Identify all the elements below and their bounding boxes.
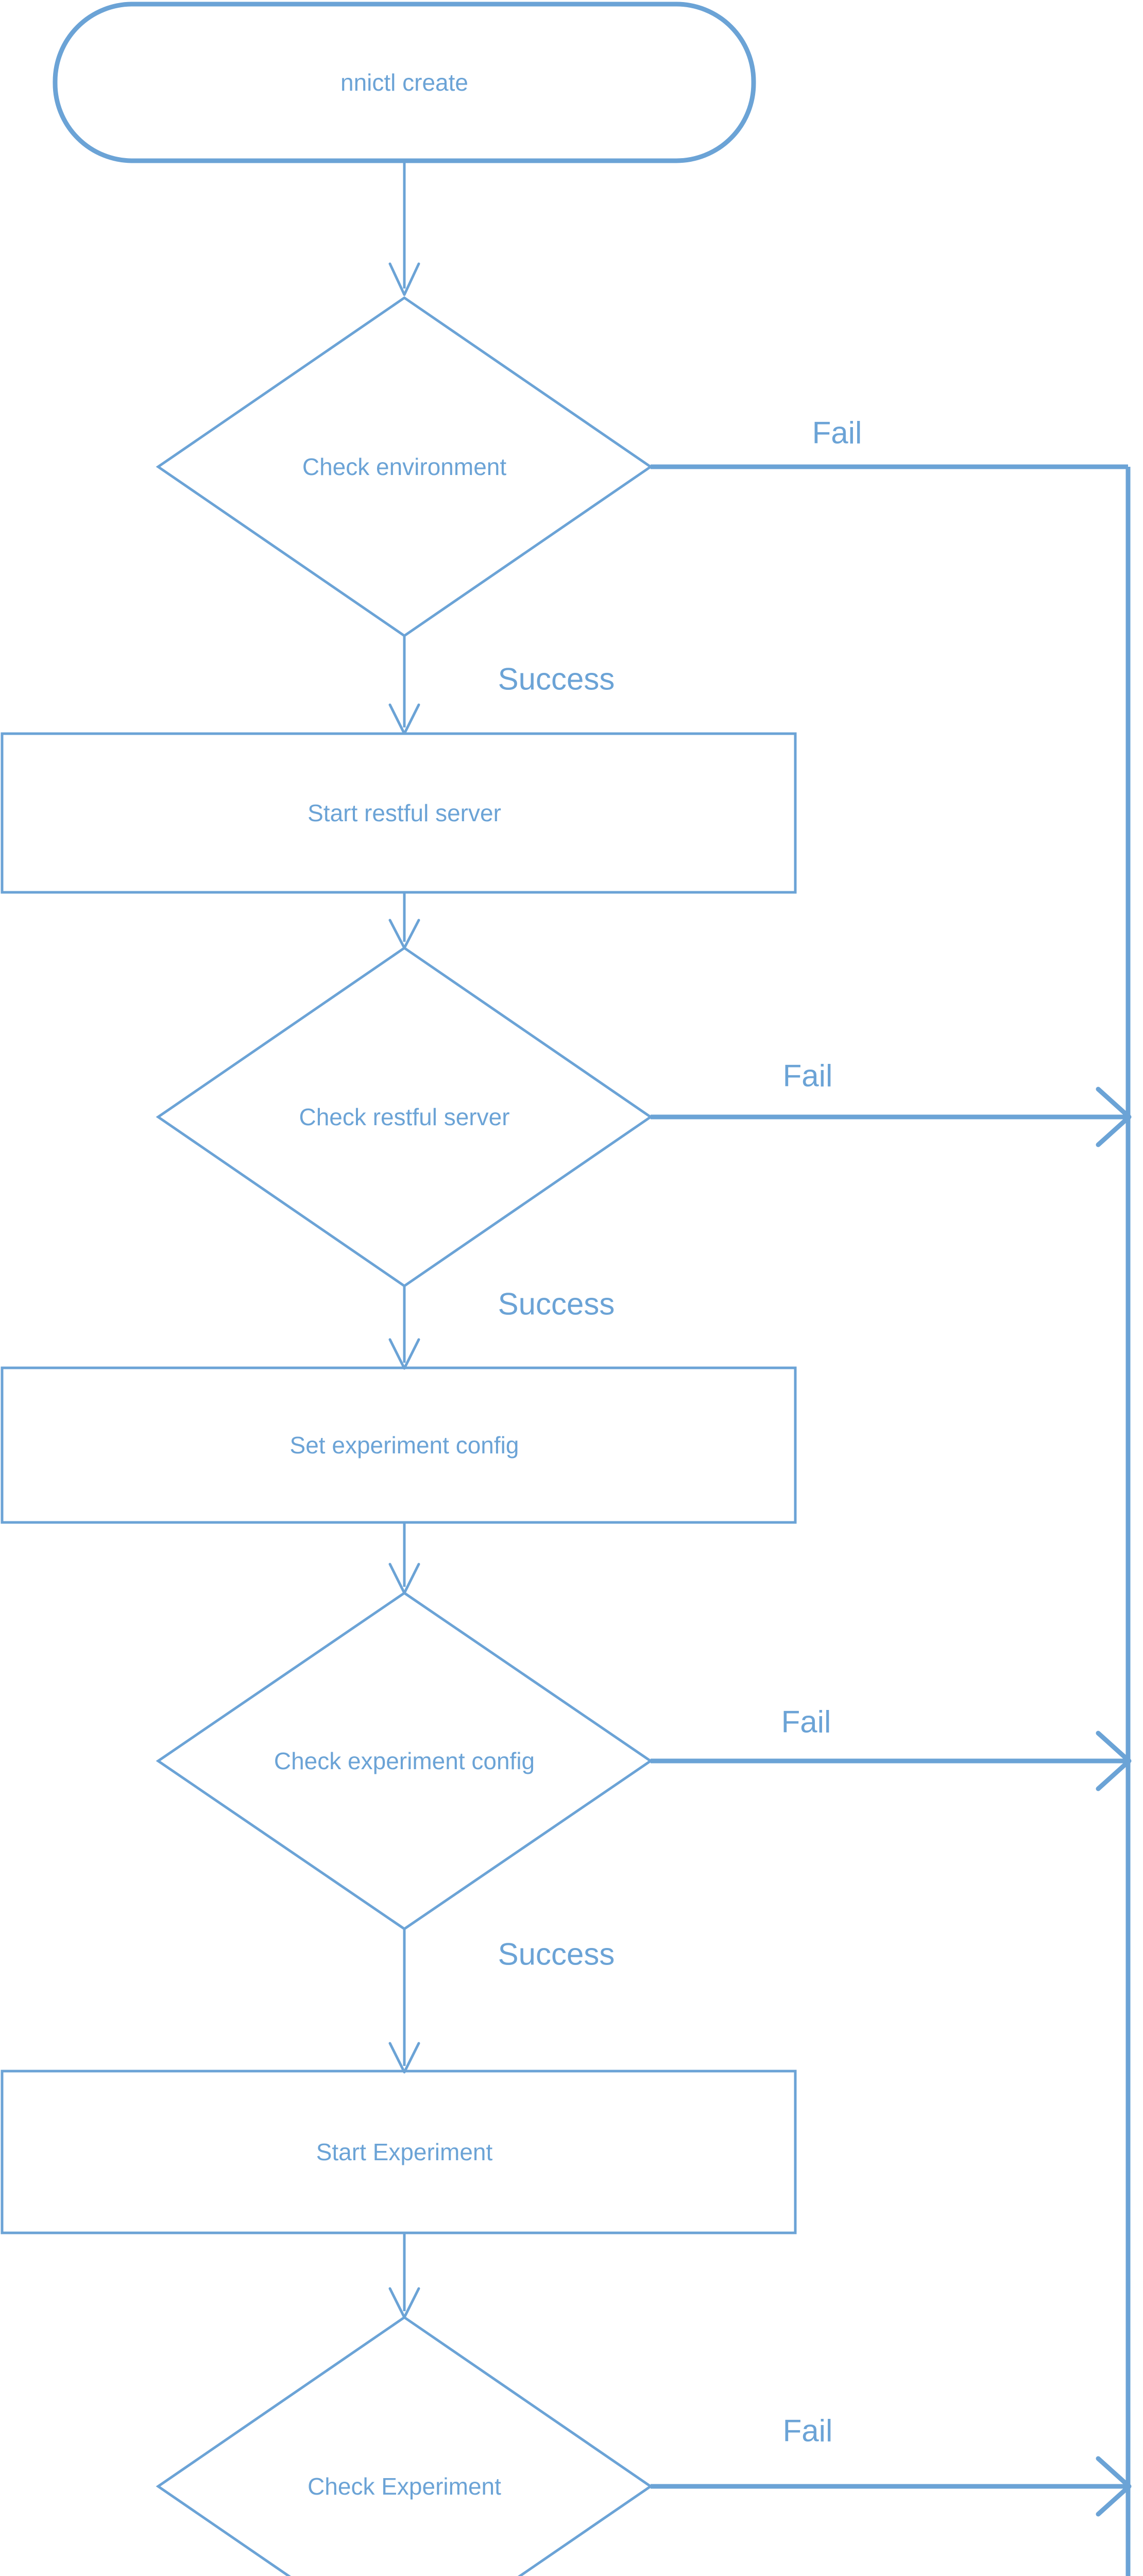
edge-label-fail-3: Fail [781, 1704, 831, 1739]
arrow-head-down-5 [388, 1563, 420, 1595]
edge-label-fail-2: Fail [782, 1058, 833, 1093]
node-shape-start[interactable] [53, 2, 756, 163]
arrow-head-down-4 [388, 1338, 420, 1370]
node-label-start: nnictl create [340, 69, 469, 96]
edge-label-fail-1: Fail [812, 415, 862, 450]
node-label-check-environment: Check environment [302, 453, 507, 480]
node-label-check-experiment-config: Check experiment config [274, 1748, 535, 1774]
arrow-head-right-2 [1096, 1731, 1132, 1791]
arrow-head-right-1 [1096, 1087, 1132, 1147]
edge-label-success-1: Success [498, 662, 615, 697]
node-label-start-experiment: Start Experiment [316, 2139, 493, 2165]
node-shape-start-restful-server[interactable] [1, 732, 797, 894]
arrow-head-right-3 [1096, 2456, 1132, 2517]
node-shape-set-experiment-config[interactable] [1, 1366, 797, 1524]
node-label-start-restful-server: Start restful server [308, 800, 501, 826]
node-shape-check-experiment[interactable] [156, 2315, 653, 2576]
edge-label-success-3: Success [498, 1937, 615, 1972]
arrow-head-down-3 [388, 919, 420, 950]
edge-label-success-2: Success [498, 1286, 615, 1321]
node-shape-start-experiment[interactable] [1, 2070, 797, 2234]
node-label-check-experiment: Check Experiment [308, 2473, 501, 2500]
edge-label-fail-4: Fail [782, 2413, 833, 2448]
arrow-head-down-1 [388, 262, 420, 296]
node-label-set-experiment-config: Set experiment config [289, 1432, 519, 1459]
arrow-head-down-6 [388, 2042, 420, 2074]
arrow-head-down-2 [388, 703, 420, 735]
node-label-check-restful-server: Check restful server [299, 1104, 510, 1130]
arrow-head-down-7 [388, 2287, 420, 2319]
